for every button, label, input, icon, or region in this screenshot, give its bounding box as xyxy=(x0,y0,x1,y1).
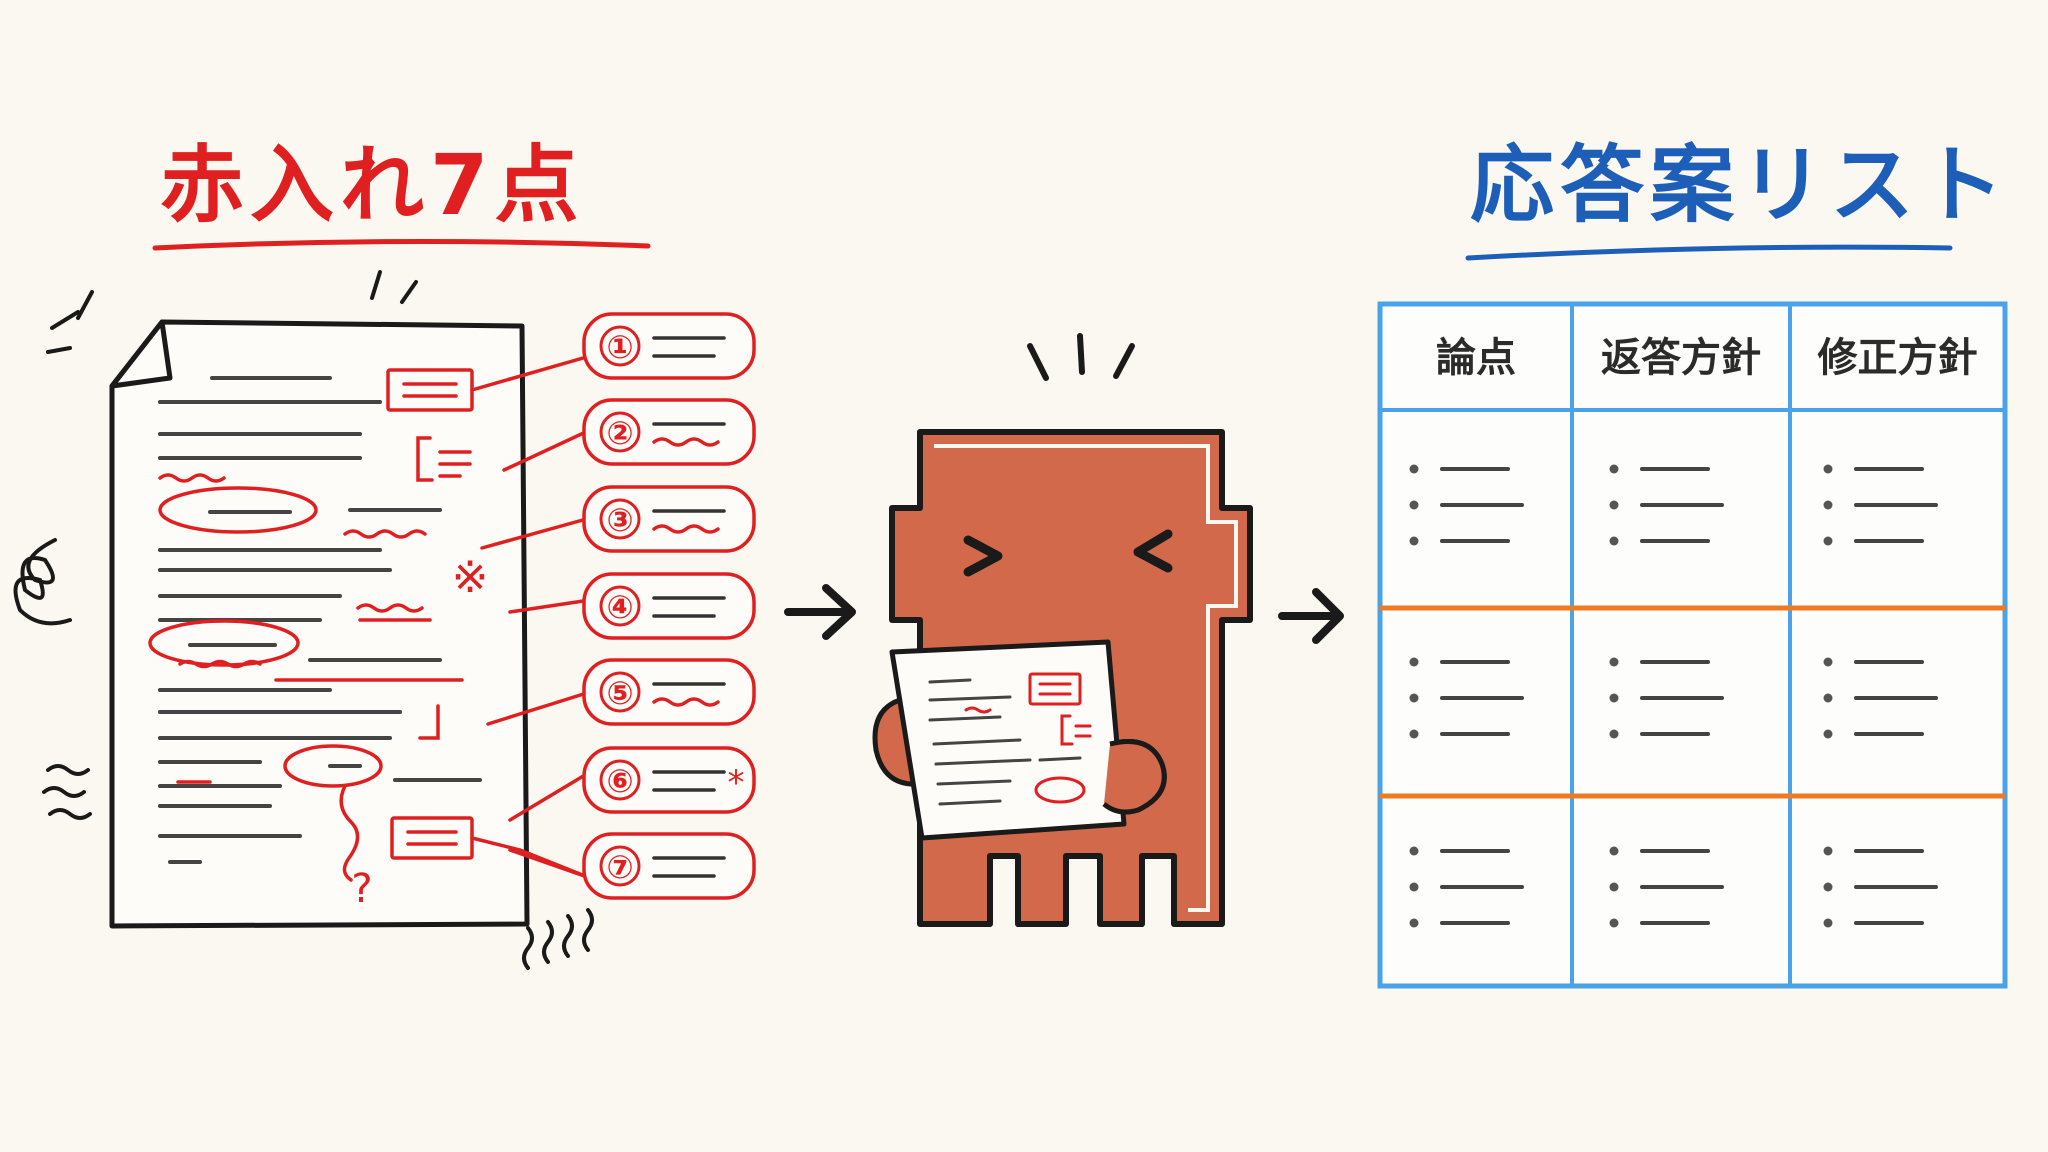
table-cell-bullets xyxy=(1409,846,1524,928)
table-header-revision-policy: 修正方針 xyxy=(1817,335,1978,381)
annotation-number: ③ xyxy=(606,501,633,539)
character-body-highlight xyxy=(934,444,1238,912)
annotation-badge: ⑦ xyxy=(582,832,756,900)
badge-circle-icon xyxy=(599,671,641,713)
badge-circle-icon xyxy=(599,325,641,367)
dog-ear-icon xyxy=(109,319,173,389)
table-header-issue: 論点 xyxy=(1436,335,1516,381)
right-eye-icon xyxy=(1133,529,1173,573)
badge-circle-icon xyxy=(599,498,641,540)
table-cell-bullets xyxy=(1409,464,1524,546)
annotation-mark: * xyxy=(728,763,745,803)
left-eye-icon xyxy=(963,535,1003,577)
annotation-badge: ④ xyxy=(582,572,756,640)
annotation-badge: ② xyxy=(582,398,756,466)
table-cell-bullets xyxy=(1823,657,1938,739)
badge-circle-icon xyxy=(599,759,641,801)
annotation-number: ⑥ xyxy=(606,762,633,800)
table-cell-bullets xyxy=(1823,464,1938,546)
table-header-reply-policy: 返答方針 xyxy=(1601,335,1761,381)
annotation-number: ② xyxy=(606,414,633,452)
annotation-number: ⑤ xyxy=(606,674,633,712)
annotation-number: ④ xyxy=(606,588,633,626)
badge-circle-icon xyxy=(599,845,641,887)
annotation-badge: ⑥* xyxy=(582,746,756,814)
annotation-number: ⑦ xyxy=(606,848,633,886)
annotation-badge: ⑤ xyxy=(582,658,756,726)
table-cell-bullets xyxy=(1823,846,1938,928)
emphasis-marks xyxy=(13,270,594,970)
annotation-badge: ③ xyxy=(582,485,756,553)
question-mark: ? xyxy=(351,866,372,912)
badge-circle-icon xyxy=(599,411,641,453)
document-red-markups xyxy=(148,354,592,882)
reference-mark: ※ xyxy=(452,552,489,603)
surprise-marks-icon xyxy=(1027,333,1135,381)
table-cell-bullets xyxy=(1409,657,1524,739)
held-document xyxy=(889,639,1127,841)
annotation-badge: ① xyxy=(582,312,756,380)
table-cell-bullets xyxy=(1609,657,1724,739)
right-hand-fingers xyxy=(1102,739,1167,815)
table-cell-bullets xyxy=(1609,846,1724,928)
annotation-number: ① xyxy=(606,328,633,366)
table-cell-bullets xyxy=(1609,464,1724,546)
badge-circle-icon xyxy=(599,585,641,627)
right-title: 応答案リスト xyxy=(1470,136,2011,234)
document-text-lines xyxy=(158,376,482,864)
left-title: 赤入れ7点 xyxy=(160,136,585,234)
